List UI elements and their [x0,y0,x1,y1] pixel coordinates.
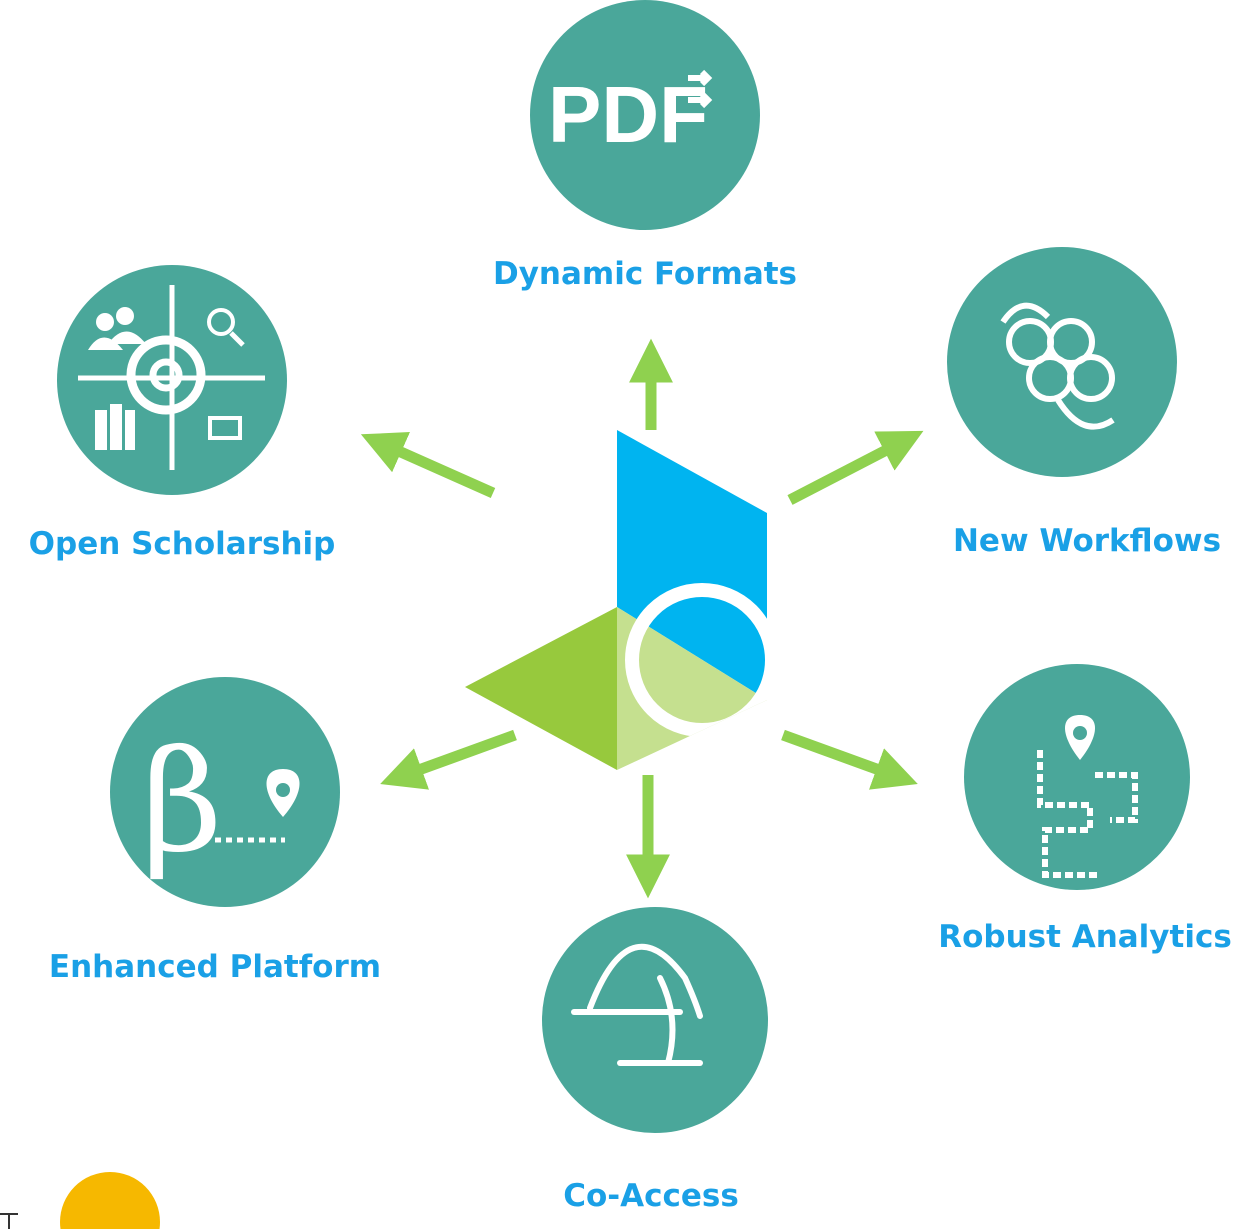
platform-logo [465,430,767,770]
feature-circle [542,907,768,1133]
feature-enhanced-platform: β [110,677,340,907]
arrow-to-enhanced-platform [380,729,517,790]
feature-co-access [542,907,768,1133]
feature-circle [964,664,1190,890]
beta-symbol-icon: β [142,721,223,884]
arrow-to-open-scholarship [360,432,496,499]
logo-light-green-right [617,607,767,770]
corner-badge [0,1172,160,1229]
feature-circle [110,677,340,907]
export-arrows-icon [688,69,713,109]
people-icon [88,307,146,350]
feature-open-scholarship [57,265,287,495]
feature-robust-analytics [964,664,1190,890]
label-dynamic-formats: Dynamic Formats [492,256,798,292]
label-open-scholarship: Open Scholarship [28,526,336,562]
umbrella-dome-icon [571,943,703,1066]
pdf-export-icon: PDF [548,70,708,159]
feature-new-workflows [947,247,1177,477]
books-icon [95,404,135,450]
linked-circles-icon [1000,302,1115,430]
label-new-workflows: New Workflows [952,523,1222,559]
logo-green-left [465,607,617,770]
feature-circle [530,0,760,230]
label-robust-analytics: Robust Analytics [938,919,1232,955]
map-path-pin-icon [1037,750,1138,878]
label-enhanced-platform: Enhanced Platform [48,949,382,985]
logo-blue-panel [617,430,767,700]
arrows [360,338,924,899]
arrow-to-new-workflows [787,430,924,505]
arrow-to-robust-analytics [781,729,918,790]
label-co-access: Co-Access [563,1178,739,1214]
scholarship-target-icon [78,285,265,470]
feature-dynamic-formats: PDF [530,0,760,230]
